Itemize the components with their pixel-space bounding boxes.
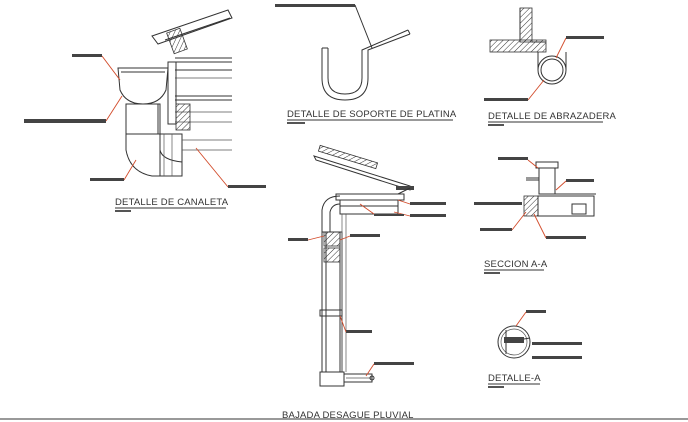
- detail-soporte-platina: DETALLE DE SOPORTE DE PLATINA: [275, 4, 457, 124]
- detail-seccion-a-a: SECCION A-A: [474, 157, 596, 274]
- detail-a: DETALLE-A: [488, 310, 582, 388]
- title-soporte: DETALLE DE SOPORTE DE PLATINA: [287, 109, 457, 120]
- title-seccion: SECCION A-A: [484, 259, 548, 270]
- title-abrazadera: DETALLE DE ABRAZADERA: [488, 111, 617, 122]
- title-detalle-a: DETALLE-A: [488, 373, 541, 384]
- detail-abrazadera: DETALLE DE ABRAZADERA: [484, 7, 617, 126]
- detail-bajada-desague: BAJADA DESAGUE PLUVIAL: [282, 144, 446, 421]
- detail-canaleta: DETALLE DE CANALETA: [24, 9, 266, 212]
- title-bajada: BAJADA DESAGUE PLUVIAL: [282, 410, 414, 421]
- title-canaleta: DETALLE DE CANALETA: [115, 197, 229, 208]
